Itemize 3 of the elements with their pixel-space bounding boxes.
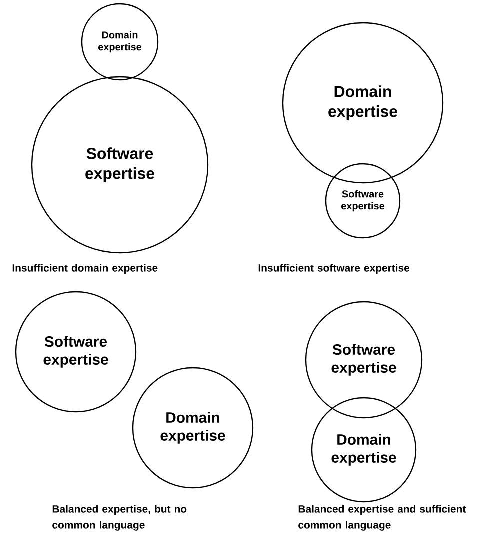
panel-caption: Balanced expertise, but no common language xyxy=(52,505,187,531)
panel-caption: Insufficient software expertise xyxy=(258,264,410,274)
panel-caption: Insufficient domain expertise xyxy=(12,264,158,274)
